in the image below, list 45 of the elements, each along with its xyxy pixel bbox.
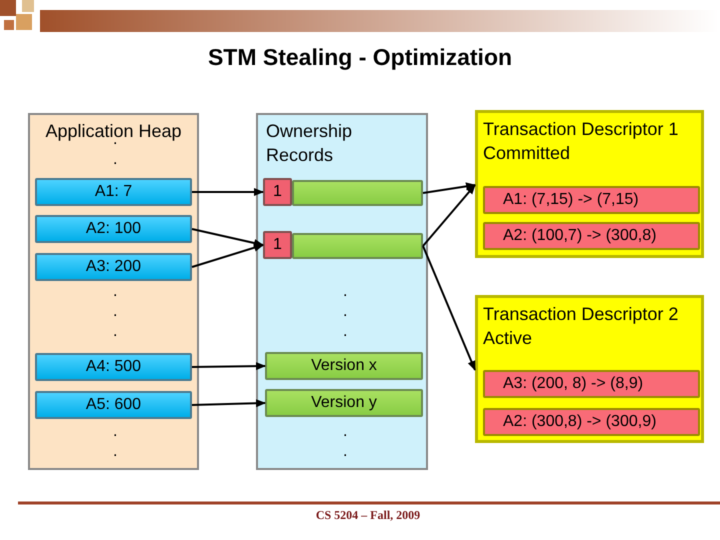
lock-count: 1 bbox=[263, 231, 292, 259]
ownership-panel bbox=[256, 113, 428, 470]
descriptor-panel bbox=[475, 110, 704, 258]
ellipsis-dot: . bbox=[343, 423, 348, 441]
panel-heading: Transaction Descriptor 1 bbox=[483, 118, 678, 141]
write-entry: A2: (100,7) -> (300,8) bbox=[483, 222, 700, 250]
record-bar bbox=[292, 233, 423, 259]
ellipsis-dot: . bbox=[343, 443, 348, 461]
panel-heading: Ownership Records bbox=[266, 120, 354, 167]
ellipsis-dot: . bbox=[343, 283, 348, 301]
arrow bbox=[192, 188, 264, 196]
ellipsis-dot: . bbox=[113, 151, 118, 169]
arrow bbox=[192, 399, 266, 408]
heap-entry: A5: 600 bbox=[35, 391, 192, 419]
write-entry: A2: (300,8) -> (300,9) bbox=[483, 408, 700, 436]
write-entry: A1: (7,15) -> (7,15) bbox=[483, 186, 700, 214]
ellipsis-dot: . bbox=[113, 283, 118, 301]
status-text: Active bbox=[483, 327, 532, 350]
panel-heading: Transaction Descriptor 2 bbox=[483, 303, 678, 326]
write-entry: A3: (200, 8) -> (8,9) bbox=[483, 370, 700, 398]
arrow bbox=[422, 184, 476, 247]
arrow bbox=[422, 182, 476, 194]
lock-count: 1 bbox=[263, 178, 292, 206]
version-entry: Version y bbox=[265, 389, 423, 417]
heap-panel bbox=[28, 113, 199, 470]
heap-entry: A2: 100 bbox=[35, 215, 192, 243]
heap-entry: A3: 200 bbox=[35, 253, 192, 281]
ellipsis-dot: . bbox=[113, 303, 118, 321]
ellipsis-dot: . bbox=[343, 323, 348, 341]
arrow bbox=[192, 244, 264, 268]
ellipsis-dot: . bbox=[343, 303, 348, 321]
status-text: Committed bbox=[483, 142, 570, 165]
ellipsis-dot: . bbox=[113, 323, 118, 341]
arrow bbox=[422, 246, 476, 371]
ellipsis-dot: . bbox=[113, 423, 118, 441]
descriptor-panel bbox=[475, 295, 704, 443]
version-entry: Version x bbox=[265, 352, 423, 380]
heap-entry: A4: 500 bbox=[35, 353, 192, 381]
ellipsis-dot: . bbox=[113, 443, 118, 461]
footer-text: CS 5204 – Fall, 2009 bbox=[316, 508, 420, 523]
record-bar bbox=[292, 180, 423, 206]
heap-entry: A1: 7 bbox=[35, 178, 192, 206]
arrow bbox=[192, 228, 264, 247]
arrow bbox=[192, 362, 266, 370]
slide-title: STM Stealing - Optimization bbox=[206, 44, 514, 71]
